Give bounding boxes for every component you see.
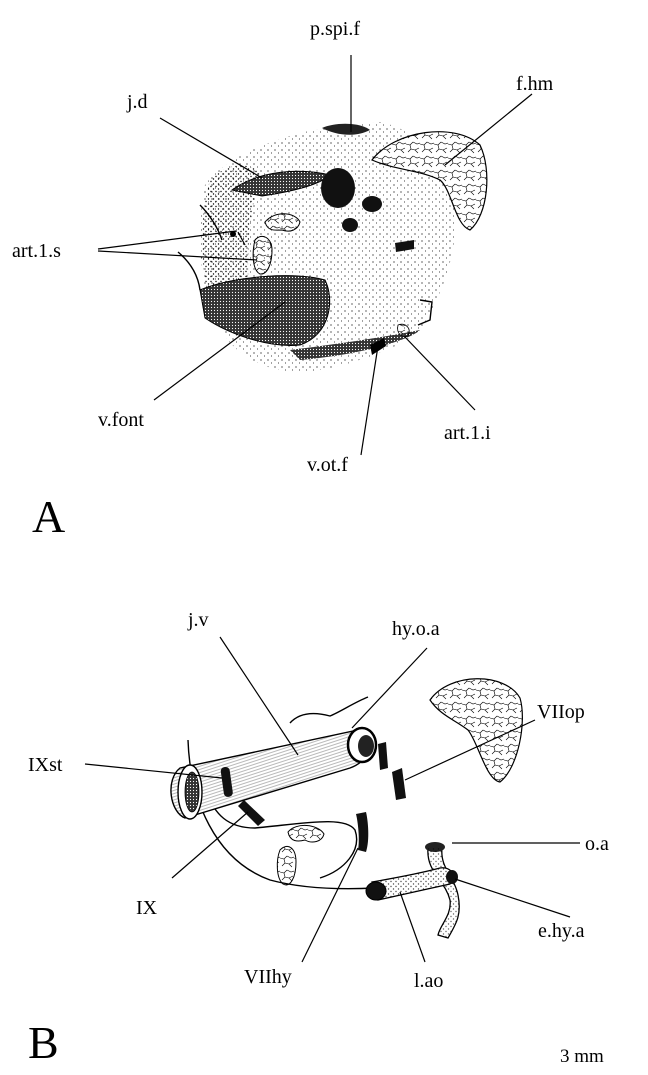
skull-rim-left bbox=[178, 252, 200, 290]
art-facet-upper bbox=[288, 825, 324, 842]
foramen-small bbox=[362, 196, 382, 212]
leader-ix bbox=[172, 812, 248, 878]
scale-bar-label: 3 mm bbox=[560, 1046, 604, 1067]
label-e-hy-a: e.hy.a bbox=[538, 920, 585, 942]
leader-j-d bbox=[160, 118, 262, 178]
foramen-mid bbox=[342, 218, 358, 232]
leader-f-hm bbox=[445, 94, 532, 165]
facet-hm-b-texture bbox=[430, 679, 522, 782]
label-v-ot-f: v.ot.f bbox=[307, 454, 348, 476]
label-ix-st: IXst bbox=[28, 754, 63, 776]
panel-letter-a: A bbox=[32, 491, 65, 542]
ix-nerve bbox=[238, 800, 265, 826]
label-vii-op: VIIop bbox=[537, 701, 585, 723]
foramen-large bbox=[321, 168, 355, 208]
panel-letter-b: B bbox=[28, 1017, 59, 1068]
lateral-aorta-end bbox=[366, 882, 386, 900]
vii-op-nerve bbox=[392, 768, 406, 800]
leader-e-hy-a bbox=[455, 879, 570, 917]
leader-art-1-i bbox=[405, 337, 475, 410]
label-j-d: j.d bbox=[126, 91, 148, 113]
hyoidean-orbital-artery-inner bbox=[358, 735, 374, 757]
leader-hy-o-a bbox=[352, 648, 427, 728]
leader-vii-hy bbox=[302, 848, 358, 962]
label-hy-o-a: hy.o.a bbox=[392, 618, 440, 640]
leader-j-v bbox=[220, 637, 298, 755]
label-j-v: j.v bbox=[187, 609, 209, 631]
label-vii-hy: VIIhy bbox=[244, 966, 292, 988]
efferent-hyoidean-artery-end bbox=[446, 870, 458, 884]
vii-hy-nerve bbox=[356, 812, 368, 852]
label-p-spi-f: p.spi.f bbox=[310, 18, 360, 40]
v-font-cavity bbox=[200, 276, 330, 346]
panel-a: p.spi.f f.hm j.d art.1.s v.font v.ot.f a… bbox=[12, 18, 554, 542]
label-o-a: o.a bbox=[585, 833, 609, 855]
label-l-ao: l.ao bbox=[414, 970, 443, 992]
leader-v-ot-f bbox=[361, 346, 378, 455]
jugular-vein-lumen bbox=[185, 772, 199, 812]
label-art-1-i: art.1.i bbox=[444, 422, 491, 444]
small-nerve-stub bbox=[378, 742, 388, 770]
art-facet-lower bbox=[277, 846, 296, 884]
label-art-1-s: art.1.s bbox=[12, 240, 61, 262]
panel-b: hy.o.a j.v IXst VIIop o.a IX e.hy.a VIIh… bbox=[28, 609, 609, 1068]
label-v-font: v.font bbox=[98, 409, 144, 431]
label-ix: IX bbox=[136, 897, 158, 919]
leader-l-ao bbox=[400, 892, 425, 962]
label-f-hm: f.hm bbox=[516, 73, 554, 95]
outline-upper-wave bbox=[290, 697, 368, 723]
